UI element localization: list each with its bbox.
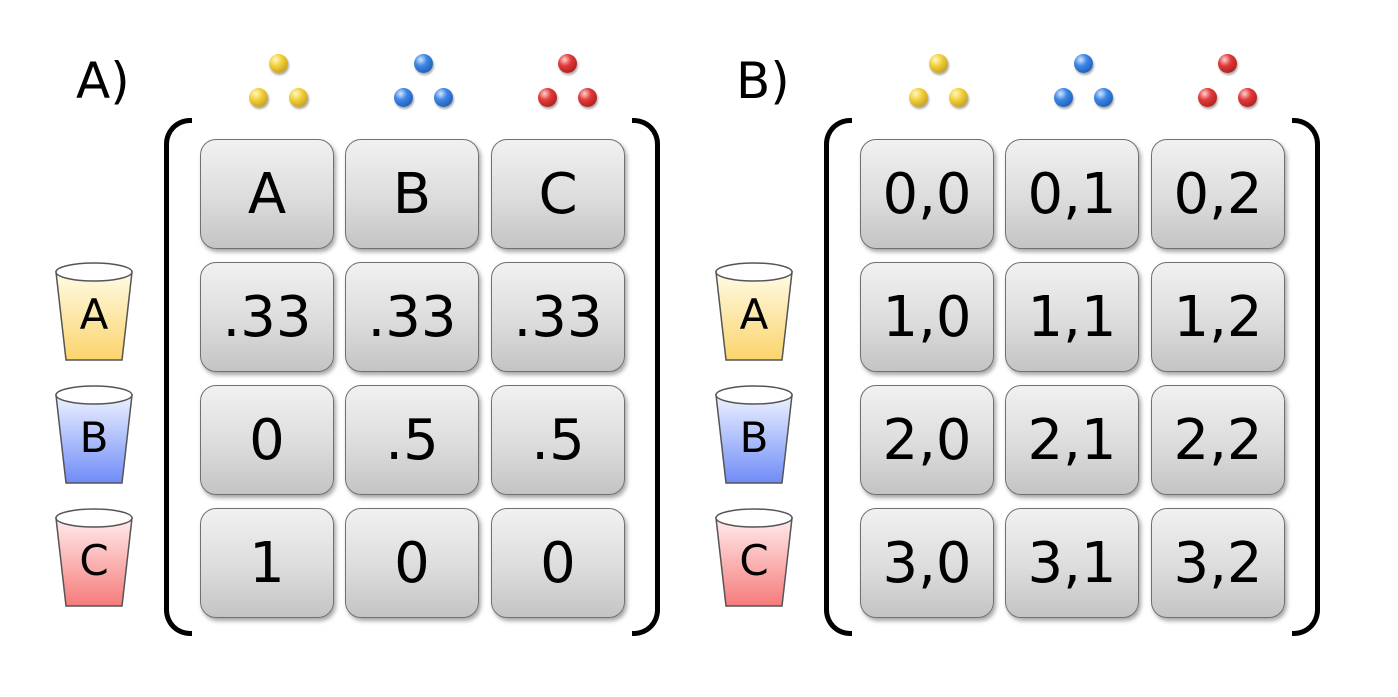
cup-b-icon: B	[714, 385, 800, 485]
matrix-cell: .5	[345, 385, 479, 495]
red-balls-icon	[534, 54, 600, 110]
matrix-cell: 3,2	[1151, 508, 1285, 618]
cup-c-label: C	[79, 536, 109, 585]
yellow-balls-icon	[245, 54, 311, 110]
panel-label-b: B)	[736, 52, 790, 110]
matrix-cell: 3,1	[1005, 508, 1139, 618]
matrix-cell: .33	[491, 262, 625, 372]
matrix-cell: 2,1	[1005, 385, 1139, 495]
matrix-cell: 1,2	[1151, 262, 1285, 372]
matrix-cell: 1,0	[860, 262, 994, 372]
matrix-left-bracket	[164, 118, 192, 636]
yellow-balls-icon	[905, 54, 971, 110]
cup-b-label: B	[79, 413, 109, 462]
matrix-cell: 0	[491, 508, 625, 618]
matrix-cell: 0	[345, 508, 479, 618]
matrix-right-bracket	[632, 118, 660, 636]
matrix-cell: 0	[200, 385, 334, 495]
matrix-cell: 3,0	[860, 508, 994, 618]
cup-c-icon: C	[54, 508, 140, 608]
panel-label-a: A)	[76, 52, 130, 110]
matrix-right-bracket	[1292, 118, 1320, 636]
matrix-cell: A	[200, 139, 334, 249]
matrix-left-bracket	[824, 118, 852, 636]
matrix-cell: 1	[200, 508, 334, 618]
matrix-cell: 0,1	[1005, 139, 1139, 249]
red-balls-icon	[1194, 54, 1260, 110]
cup-a-icon: A	[54, 262, 140, 362]
cup-c-label: C	[739, 536, 769, 585]
blue-balls-icon	[1050, 54, 1116, 110]
cup-a-label: A	[79, 290, 109, 339]
matrix-cell: B	[345, 139, 479, 249]
panel-b: B) A B	[660, 0, 1359, 697]
cup-a-icon: A	[714, 262, 800, 362]
matrix-cell: .33	[345, 262, 479, 372]
matrix-cell: .5	[491, 385, 625, 495]
matrix-cell: 2,0	[860, 385, 994, 495]
matrix-cell: 0,2	[1151, 139, 1285, 249]
matrix-cell: 2,2	[1151, 385, 1285, 495]
cup-b-label: B	[739, 413, 769, 462]
matrix-cell: C	[491, 139, 625, 249]
panel-a: A) A B	[54, 52, 660, 636]
matrix-cell: 1,1	[1005, 262, 1139, 372]
matrix-cell: 0,0	[860, 139, 994, 249]
cup-b-icon: B	[54, 385, 140, 485]
matrix-cell: .33	[200, 262, 334, 372]
cup-a-label: A	[739, 290, 769, 339]
blue-balls-icon	[390, 54, 456, 110]
cup-c-icon: C	[714, 508, 800, 608]
